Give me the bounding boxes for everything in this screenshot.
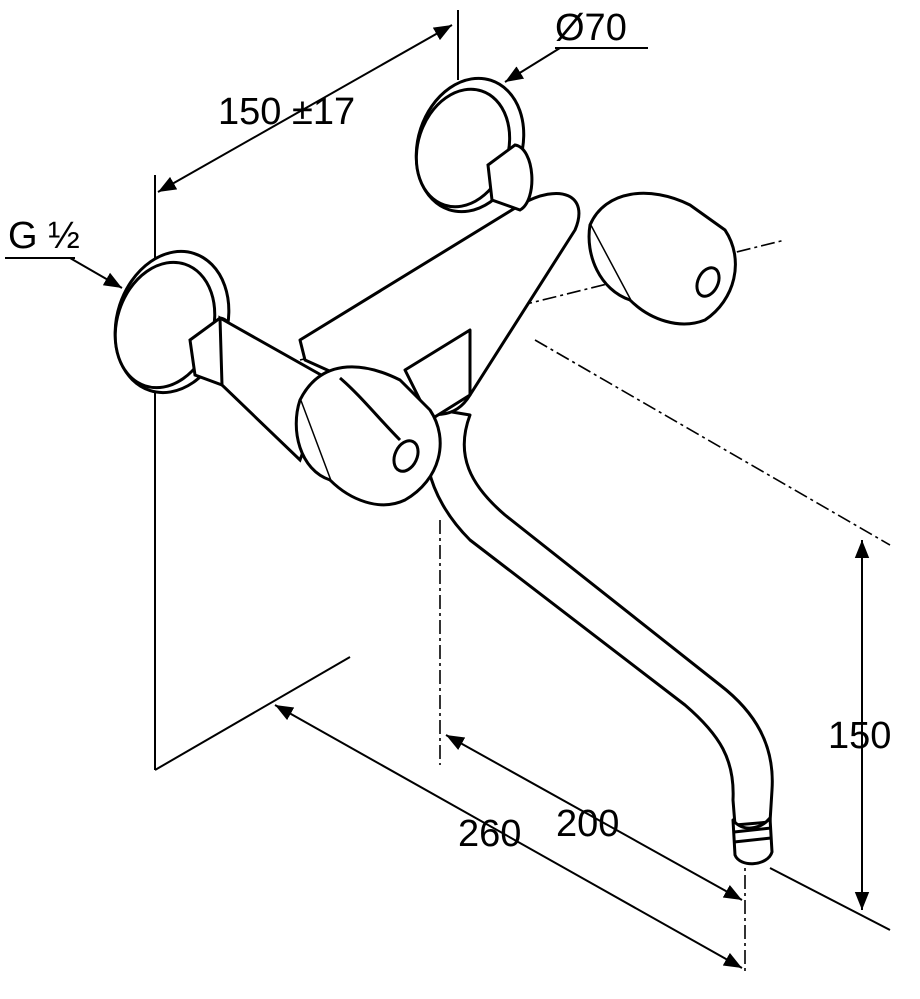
dimension-diameter xyxy=(504,47,648,83)
dimension-height xyxy=(769,540,891,931)
label-projection-spout: 200 xyxy=(556,803,619,845)
right-flange xyxy=(414,76,534,214)
right-handle xyxy=(587,191,737,326)
left-handle xyxy=(294,365,442,507)
label-height: 150 xyxy=(828,715,891,757)
label-thread: G ½ xyxy=(8,215,80,257)
label-width: 150 ±17 xyxy=(218,91,355,133)
dimension-projection-total xyxy=(274,704,743,969)
dimension-width xyxy=(157,24,453,193)
label-projection-total: 260 xyxy=(458,813,521,855)
dimension-thread xyxy=(5,257,123,289)
spout xyxy=(425,408,774,866)
label-diameter: Ø70 xyxy=(555,7,627,49)
tap-body xyxy=(298,192,581,422)
